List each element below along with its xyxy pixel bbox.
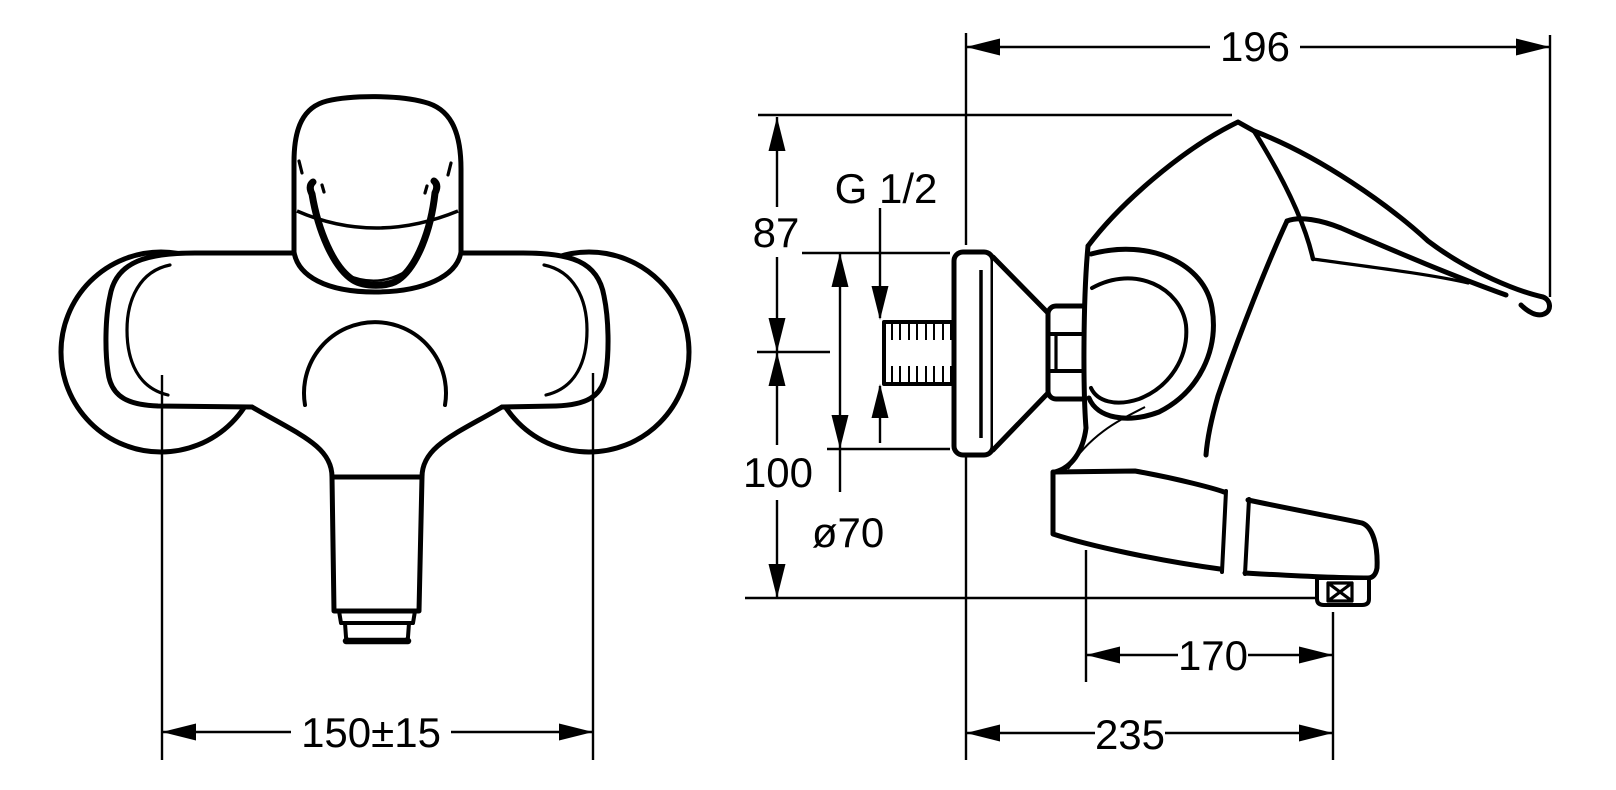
spout-tube (329, 474, 425, 614)
spout-break-lines (1220, 489, 1251, 576)
spout-outline (1050, 468, 1380, 581)
spout-boss-arc (302, 320, 448, 407)
dim-label-escutcheon-diameter: ø70 (812, 509, 884, 556)
dimension-o70: ø70 (802, 251, 950, 556)
escutcheon-back-plate (951, 249, 996, 458)
dimension-196: 196 (966, 23, 1550, 70)
dimension-100: 100 (743, 352, 813, 598)
dimension-g12: G 1/2 (835, 165, 938, 443)
front-view: 150±15 (58, 94, 692, 760)
dim-label-height-above: 87 (753, 209, 800, 256)
extension-lines-150 (160, 373, 595, 760)
dim-label-depth: 196 (1220, 23, 1290, 70)
escutcheon-cone-fill (993, 257, 1049, 450)
dim-label-outlet-distance: 235 (1095, 711, 1165, 758)
body-bar-outline (103, 250, 611, 410)
dimension-line-170 (1084, 550, 1335, 760)
dimension-line-o70 (802, 251, 950, 492)
lever-lower-crease (1311, 257, 1470, 285)
handle-loop (306, 177, 441, 289)
spout-flares (249, 404, 505, 480)
escutcheon-cone-lines (990, 254, 1052, 453)
lever-knuckle-edge (1203, 218, 1290, 458)
dimension-87: 87 (753, 117, 800, 352)
body-waist-line (1067, 406, 1146, 470)
cover-cap-inner-seam (1089, 276, 1189, 405)
body-front-slope (1085, 119, 1257, 249)
body-bar-fill (105, 253, 609, 406)
lever-underside (1284, 216, 1509, 298)
lever-front-crease (1251, 128, 1316, 262)
thread-ticks (891, 323, 961, 383)
aerator-symbol (1326, 581, 1354, 603)
side-view: 196 87 100 G 1/2 ø70 170 235 (743, 23, 1552, 760)
dim-label-spout-projection: 170 (1178, 632, 1248, 679)
dimension-170: 170 (1084, 550, 1335, 760)
body-bar-inner-contours (125, 263, 589, 397)
reference-lines (745, 33, 1552, 760)
handle-detail-dashes (297, 159, 453, 195)
body-fill (1056, 122, 1545, 472)
loop-inner-arc (344, 271, 404, 282)
handle-bell (291, 94, 464, 295)
dimension-235: 235 (966, 711, 1333, 758)
cover-cap-outer-seam (1086, 246, 1216, 421)
dimension-150: 150±15 (160, 373, 595, 760)
dim-label-center-distance: 150±15 (301, 709, 441, 756)
aerator-rings (337, 609, 417, 642)
dim-label-height-below: 100 (743, 449, 813, 496)
dim-label-thread: G 1/2 (835, 165, 938, 212)
lever-top-edge (1251, 128, 1552, 318)
